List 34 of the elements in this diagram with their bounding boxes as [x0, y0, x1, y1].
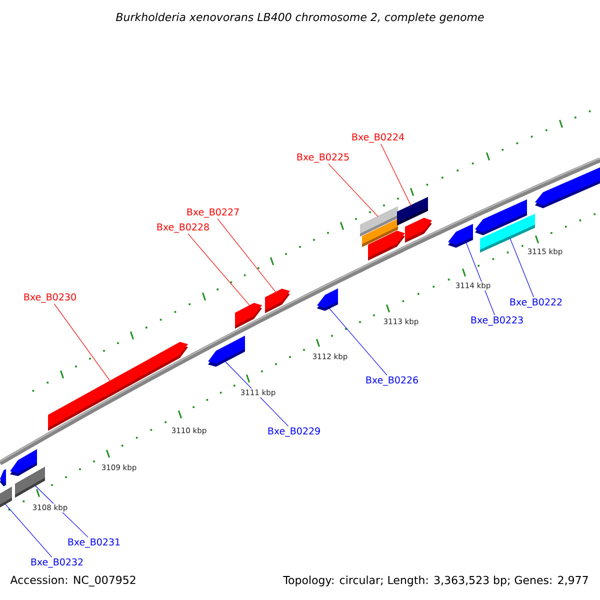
gene-block: [317, 288, 338, 311]
gene-block: [265, 288, 290, 314]
leader-line: [54, 304, 110, 382]
gene-label: Bxe_B0226: [366, 376, 418, 386]
gene-label: Bxe_B0232: [31, 558, 83, 568]
gene-block: [0, 486, 12, 508]
leader-line: [466, 242, 495, 316]
leader-line: [188, 234, 250, 306]
info-text: Topology: circular; Length: 3,363,523 bp; Genes: 2,977: [283, 576, 588, 586]
gene-label: Bxe_B0228: [157, 223, 209, 233]
gene-block: [0, 469, 6, 486]
gene-label: Bxe_B0229: [268, 427, 320, 437]
leader-line: [328, 308, 388, 376]
leader-line: [380, 144, 412, 206]
gene-label: Bxe_B0222: [510, 298, 562, 308]
gene-block: [235, 302, 262, 329]
gene-block: [368, 230, 405, 261]
gene-label: Bxe_B0227: [187, 208, 239, 218]
leader-line: [328, 164, 378, 217]
gene-label: Bxe_B0230: [24, 293, 76, 303]
gene-label: Bxe_B0224: [352, 133, 404, 143]
gene-block: [405, 218, 432, 243]
gene-block: [208, 336, 245, 367]
leader-line: [217, 218, 276, 293]
gene-block: [15, 466, 45, 498]
info-text: Accession: NC_007952: [10, 576, 136, 586]
leader-line: [510, 238, 534, 298]
gene-block: [10, 449, 37, 476]
gene-label: Bxe_B0225: [297, 153, 349, 163]
gene-label: Bxe_B0231: [68, 538, 120, 548]
gene-block: [535, 167, 600, 208]
title: Burkholderia xenovorans LB400 chromosome 2, complete genome: [116, 12, 484, 24]
gene-label: Bxe_B0223: [471, 316, 523, 326]
gene-block: [448, 224, 473, 248]
